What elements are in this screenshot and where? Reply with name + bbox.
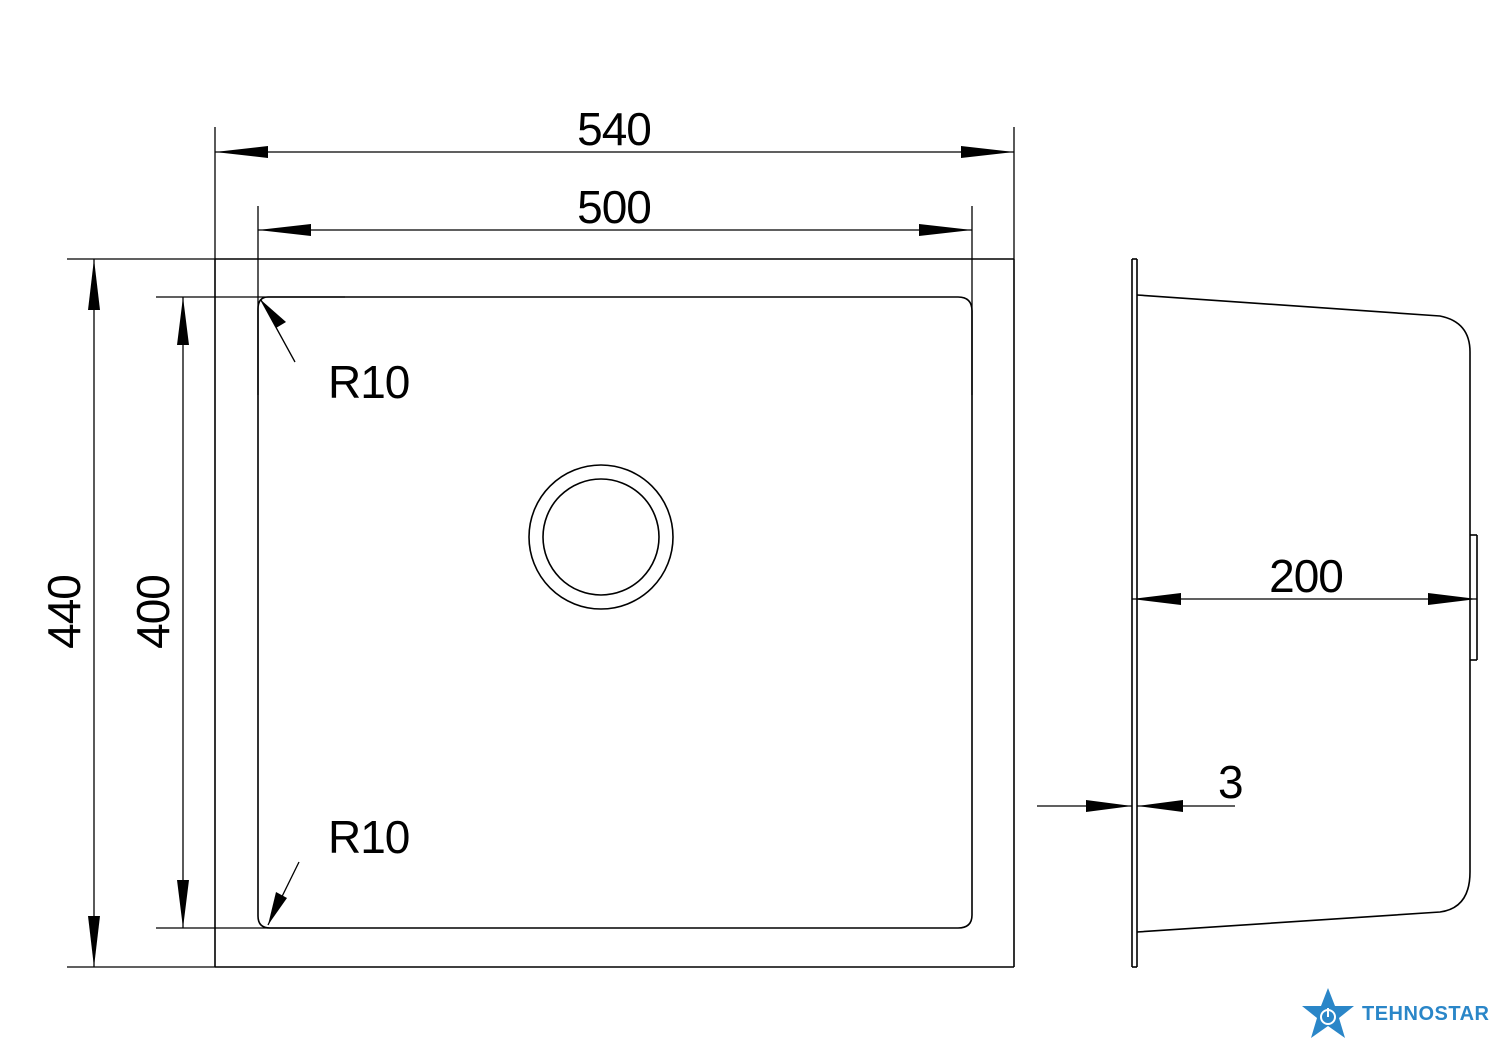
brand-logo: TEHNOSTAR <box>1300 986 1489 1042</box>
dimension-label-500: 500 <box>577 181 651 233</box>
dimension-540: 540 <box>214 103 1015 259</box>
dimension-label-540: 540 <box>577 103 651 155</box>
side-view <box>1131 258 1478 968</box>
dimension-500: 500 <box>257 181 973 395</box>
drain <box>528 464 674 610</box>
radius-leader-top: R10 <box>260 299 410 408</box>
dimension-label-400: 400 <box>127 575 179 649</box>
radius-leader-bottom: R10 <box>267 811 410 926</box>
radius-label-top: R10 <box>328 356 409 408</box>
radius-label-bottom: R10 <box>328 811 409 863</box>
dimension-440: 440 <box>38 258 215 968</box>
outer-rim <box>214 258 1015 968</box>
star-power-icon <box>1302 988 1354 1038</box>
dimension-200: 200 <box>1132 550 1477 605</box>
dimension-400: 400 <box>127 296 345 929</box>
dimension-label-200: 200 <box>1269 550 1343 602</box>
dimension-3: 3 <box>1037 756 1244 812</box>
dimension-label-440: 440 <box>38 575 90 649</box>
dimension-label-3: 3 <box>1218 756 1243 808</box>
brand-logo-text: TEHNOSTAR <box>1362 1002 1490 1025</box>
